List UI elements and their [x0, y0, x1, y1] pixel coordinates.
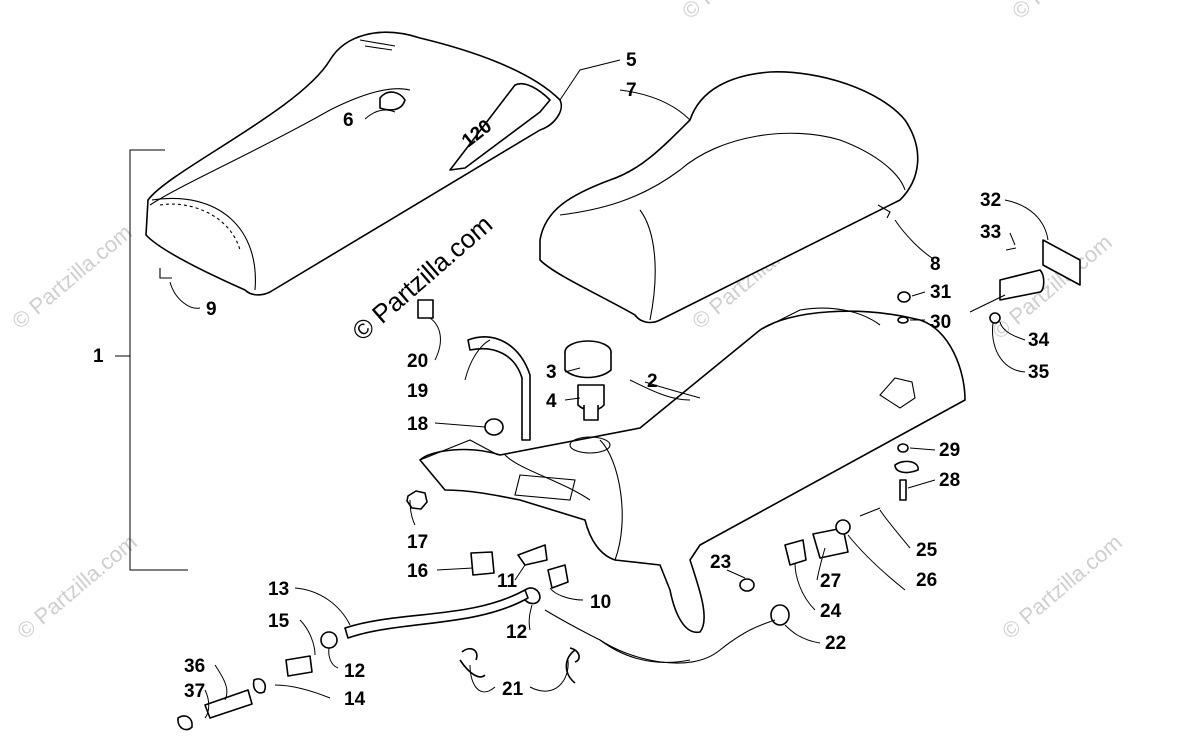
callout-10: 10 [590, 592, 611, 613]
callout-20: 20 [407, 351, 428, 372]
callout-12: 12 [506, 622, 527, 643]
watermark-faint: © Partzilla.com [7, 219, 137, 333]
callout-11: 11 [497, 571, 518, 592]
leader-lines [169, 59, 1049, 719]
watermark-faint: © Partzilla.com [12, 529, 142, 643]
callout-16: 16 [407, 561, 428, 582]
callout-5: 5 [626, 50, 637, 71]
fuel-cap [564, 340, 612, 421]
callout-37: 37 [184, 681, 205, 702]
callout-18: 18 [407, 414, 428, 435]
callout-1: 1 [93, 346, 104, 367]
callout-4: 4 [546, 391, 557, 412]
watermark-faint: © Partzilla.com [997, 529, 1127, 643]
callout-7: 7 [626, 80, 637, 101]
callout-33: 33 [980, 222, 1001, 243]
callout-23: 23 [710, 552, 731, 573]
seat-badge [449, 82, 551, 171]
callout-2: 2 [647, 371, 658, 392]
seat-cover [539, 71, 919, 324]
seat-strap [379, 91, 406, 111]
callout-14: 14 [344, 689, 366, 710]
seat-assembly: 120 [145, 31, 562, 296]
callout-29: 29 [939, 440, 960, 461]
callout-36: 36 [184, 656, 205, 677]
callout-27: 27 [820, 571, 841, 592]
callout-8: 8 [930, 254, 941, 275]
small-parts [177, 239, 1081, 731]
faint-watermarks: © Partzilla.com © Partzilla.com © Partzi… [7, 0, 1137, 644]
callout-6: 6 [343, 110, 354, 131]
callout-13: 13 [268, 579, 289, 600]
callout-19: 19 [407, 381, 428, 402]
callout-35: 35 [1028, 362, 1050, 383]
callout-labels: 1 2 3 4 5 6 7 8 9 10 11 12 12 13 14 15 1… [93, 50, 1050, 710]
callout-24: 24 [820, 601, 842, 622]
callout-21: 21 [502, 679, 524, 700]
callout-34: 34 [1028, 330, 1050, 351]
assembly-bracket [115, 149, 188, 571]
watermark-faint: © Partzilla.com [677, 0, 807, 24]
cables [344, 589, 776, 684]
callout-3: 3 [546, 362, 557, 383]
callout-9: 9 [206, 299, 217, 320]
callout-12-b: 12 [344, 661, 365, 682]
callout-17: 17 [407, 532, 428, 553]
callout-28: 28 [939, 470, 960, 491]
watermark-faint: © Partzilla.com [1007, 0, 1137, 24]
callout-32: 32 [980, 190, 1001, 211]
callout-26: 26 [916, 570, 937, 591]
callout-22: 22 [825, 633, 846, 654]
callout-25: 25 [916, 540, 938, 561]
callout-15: 15 [268, 611, 290, 632]
callout-30: 30 [930, 312, 951, 333]
callout-31: 31 [930, 282, 952, 303]
tank-tray [419, 307, 966, 633]
